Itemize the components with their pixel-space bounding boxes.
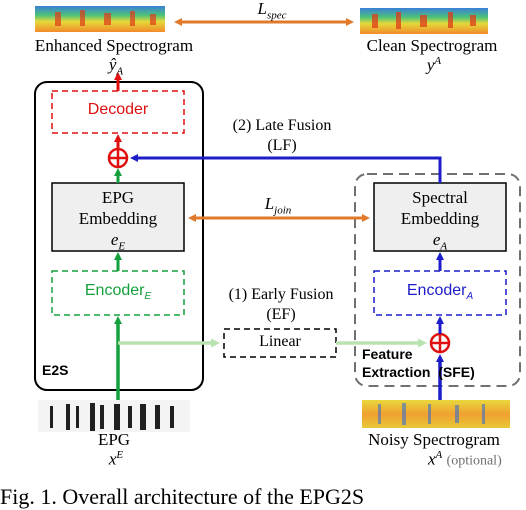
clean-spectrogram-label: Clean Spectrogram [366,36,498,55]
spectral-embedding-label: Spectral Embedding eA [400,188,480,253]
noisy-symbol: xA (optional) [428,449,502,469]
sfe-title: Feature Extraction (SFE) [362,346,475,380]
late-fusion-add-icon [107,147,129,169]
epg-embedding-box [51,182,185,252]
optional-note: (optional) [446,453,502,469]
sfe-container [354,173,521,387]
enhanced-spectrogram-image [35,6,165,32]
spec-loss-label: Lspec [257,0,287,22]
clean-symbol: yA [426,55,442,75]
encoder-a-label: EncoderA [406,282,474,303]
figure-caption: Fig. 1. Overall architecture of the EPG2… [0,484,365,509]
decoder-label: Decoder [87,101,149,118]
epg-image [38,400,190,432]
epg-symbol: xE [108,449,124,469]
noisy-spectrogram-label: Noisy Spectrogram [368,430,500,449]
late-fusion-arrow [130,154,442,183]
late-fusion-label: (2) Late Fusion (LF) [232,117,332,154]
epg-embedding-label: EPG Embedding eE [78,188,158,253]
spectral-embedding-box [373,182,507,252]
join-loss-label: Ljoin [264,194,292,217]
noisy-spectrogram-image [362,400,510,428]
epg-label: EPG [97,430,131,449]
early-fusion-label: (1) Early Fusion (EF) [228,286,334,323]
e2s-title: E2S [42,362,69,378]
enhanced-symbol: ŷA [108,55,124,78]
enhanced-spectrogram-label: Enhanced Spectrogram [34,36,194,55]
linear-label: Linear [259,333,301,350]
clean-spectrogram-image [360,8,488,34]
encoder-e-label: EncoderE [84,282,152,303]
linear-box [223,328,337,358]
